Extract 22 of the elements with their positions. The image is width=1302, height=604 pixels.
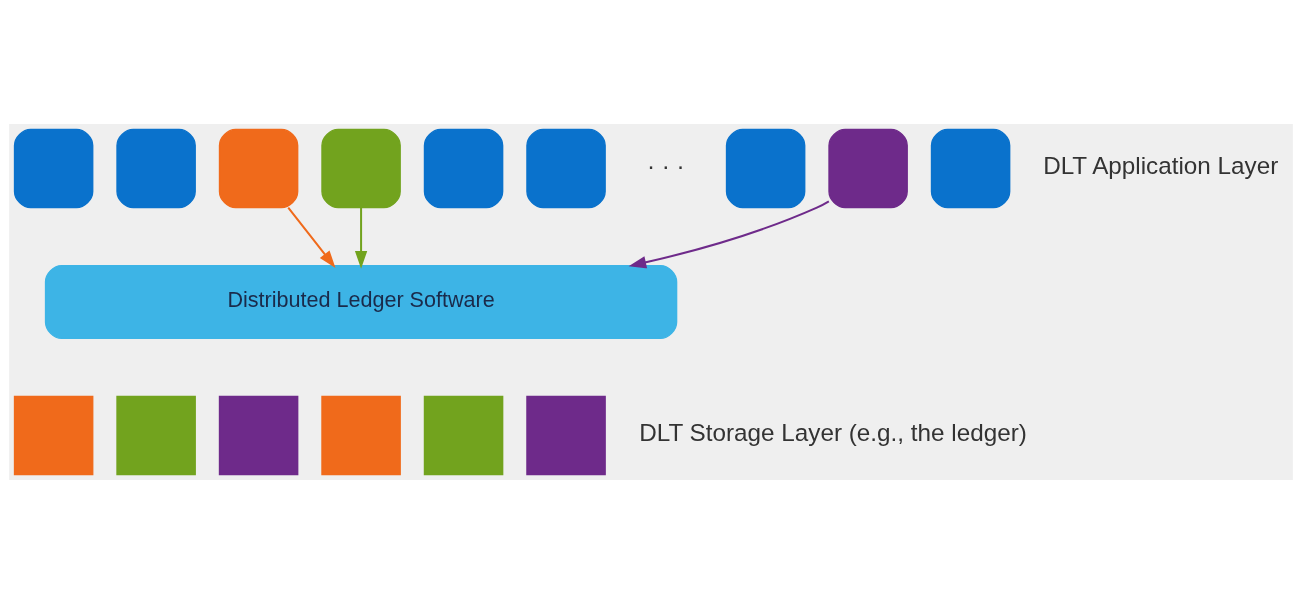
node-box [828, 128, 908, 209]
label: DLT Application Layer [1043, 152, 1279, 180]
node-box [725, 128, 806, 209]
arrow [628, 200, 830, 269]
label: DLT Storage Layer (e.g., the ledger) [639, 419, 1027, 447]
label: · · · [646, 152, 685, 180]
node-box: Distributed Ledger Software [44, 264, 678, 340]
arrow [354, 207, 368, 269]
node-box [423, 128, 504, 209]
node-box [423, 395, 504, 476]
node-box [13, 395, 94, 476]
node-box [321, 128, 401, 209]
node-box [116, 395, 196, 476]
node-box [13, 128, 94, 209]
node-box [218, 395, 299, 476]
node-box [321, 395, 401, 476]
node-box [526, 395, 606, 476]
node-box [116, 128, 196, 209]
arrow [287, 207, 336, 268]
node-box [526, 128, 606, 209]
node-box [218, 128, 299, 209]
node-box [930, 128, 1011, 209]
